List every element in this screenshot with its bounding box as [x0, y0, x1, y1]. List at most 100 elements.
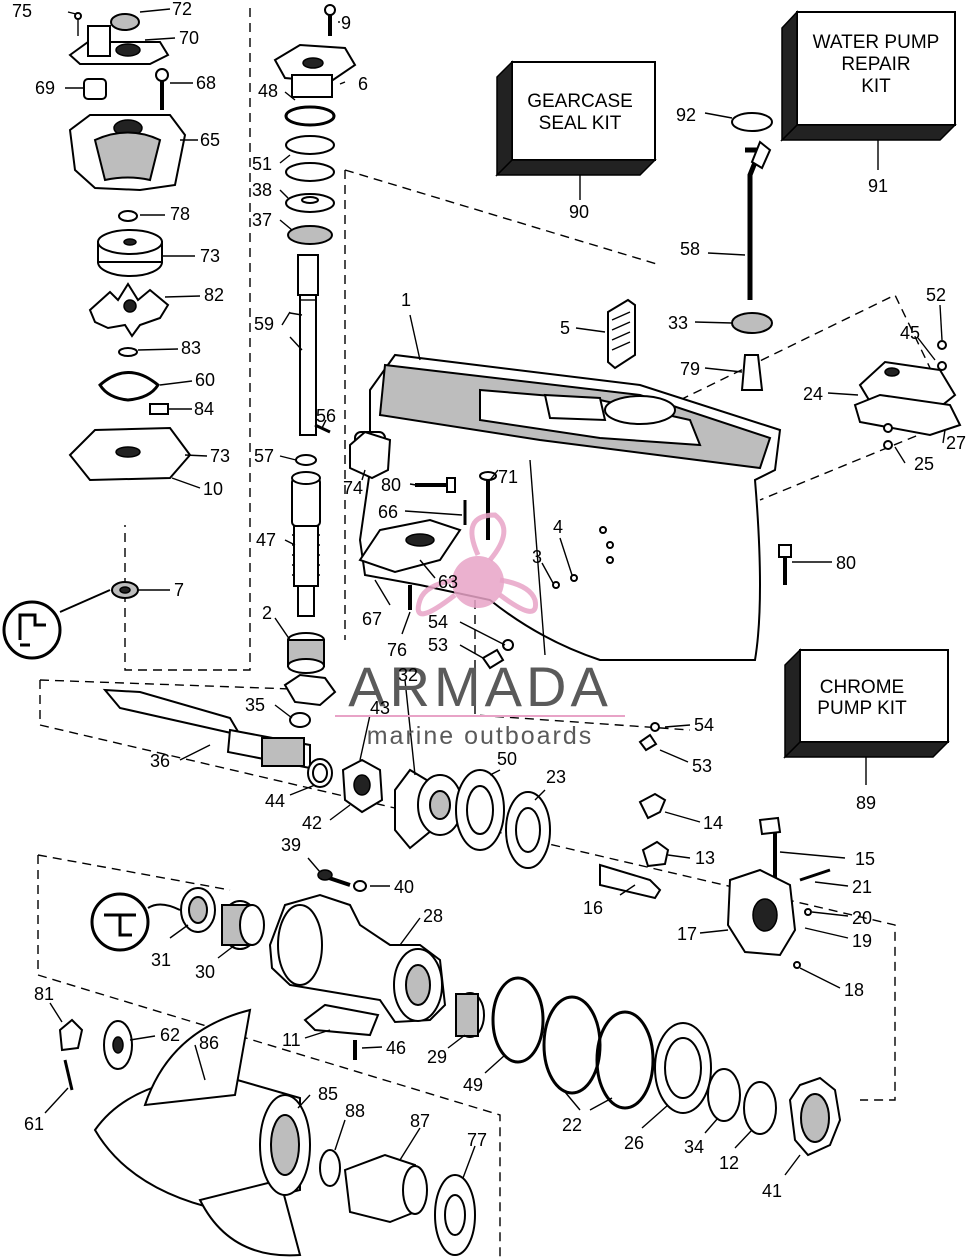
- part-label-70: 70: [179, 28, 199, 48]
- part-label-41: 41: [762, 1181, 782, 1201]
- part-label-27: 27: [946, 433, 966, 453]
- part-label-10: 10: [203, 479, 223, 499]
- chrome-kit-line2: PUMP KIT: [817, 698, 907, 719]
- gearcase-kit-line2: SEAL KIT: [539, 113, 622, 134]
- part-label-50: 50: [497, 749, 517, 769]
- watermark-tagline: marine outboards: [367, 722, 594, 750]
- part-label-17: 17: [677, 924, 697, 944]
- water-pump-kit-line1: WATER PUMP: [813, 32, 940, 53]
- part-label-11: 11: [282, 1030, 301, 1050]
- part-label-89: 89: [856, 793, 876, 813]
- part-label-57: 57: [254, 446, 274, 466]
- part-label-65: 65: [200, 130, 220, 150]
- water-pump-repair-kit: WATER PUMP REPAIR KIT 91: [780, 10, 957, 196]
- part-label-39: 39: [281, 835, 301, 855]
- water-pump-kit-line2: REPAIR: [841, 54, 910, 75]
- part-label-43: 43: [370, 698, 390, 718]
- part-label-42: 42: [302, 813, 322, 833]
- part-label-81: 81: [34, 984, 54, 1004]
- part-label-87: 87: [410, 1111, 430, 1131]
- part-label-12: 12: [719, 1153, 739, 1173]
- part-label-73b: 73: [210, 446, 230, 466]
- part-label-80b: 80: [836, 553, 856, 573]
- leader-lines: [44, 8, 946, 1179]
- part-label-18: 18: [844, 980, 864, 1000]
- part-number-labels: 75 72 70 69 68 65 78 73 82 83 60 84 73 1…: [12, 0, 966, 1201]
- chrome-kit-line1: CHROME: [820, 677, 904, 698]
- part-label-34: 34: [684, 1137, 704, 1157]
- part-label-33: 33: [668, 313, 688, 333]
- part-label-6: 6: [358, 74, 368, 94]
- armada-watermark: ARMADA marine outboards: [335, 512, 625, 750]
- part-label-40: 40: [394, 877, 414, 897]
- gearcase-kit-line1: GEARCASE: [527, 91, 633, 112]
- part-label-54b: 54: [694, 715, 714, 735]
- part-label-46: 46: [386, 1038, 406, 1058]
- part-label-82: 82: [204, 285, 224, 305]
- part-label-52: 52: [926, 285, 946, 305]
- part-label-9: 9: [341, 13, 351, 33]
- part-label-75: 75: [12, 1, 32, 21]
- watermark-brand: ARMADA: [348, 655, 612, 718]
- propshaft-row-parts: [102, 688, 551, 869]
- part-label-53a: 53: [428, 635, 448, 655]
- part-label-25: 25: [914, 454, 934, 474]
- part-label-23: 23: [546, 767, 566, 787]
- part-label-24: 24: [803, 384, 823, 404]
- part-label-48: 48: [258, 81, 278, 101]
- part-label-3: 3: [532, 547, 542, 567]
- part-label-20: 20: [852, 908, 872, 928]
- part-label-67: 67: [362, 609, 382, 629]
- part-label-78: 78: [170, 204, 190, 224]
- part-label-71: 71: [498, 467, 518, 487]
- part-label-14: 14: [703, 813, 723, 833]
- part-label-85: 85: [318, 1084, 338, 1104]
- part-label-79: 79: [680, 359, 700, 379]
- gearcase-seal-kit: GEARCASE SEAL KIT 90: [495, 60, 657, 222]
- part-label-59: 59: [254, 314, 274, 334]
- part-label-28: 28: [423, 906, 443, 926]
- part-label-47: 47: [256, 530, 276, 550]
- part-label-56: 56: [316, 406, 336, 426]
- water-pump-kit-line3: KIT: [861, 76, 891, 97]
- part-label-91: 91: [868, 176, 888, 196]
- part-label-37: 37: [252, 210, 272, 230]
- part-label-51: 51: [252, 154, 272, 174]
- part-label-80a: 80: [381, 475, 401, 495]
- part-label-44: 44: [265, 791, 285, 811]
- part-label-60: 60: [195, 370, 215, 390]
- part-label-58: 58: [680, 239, 700, 259]
- part-label-5: 5: [560, 318, 570, 338]
- part-label-69: 69: [35, 78, 55, 98]
- part-label-30: 30: [195, 962, 215, 982]
- part-label-35: 35: [245, 695, 265, 715]
- part-label-22: 22: [562, 1115, 582, 1135]
- part-label-84: 84: [194, 399, 214, 419]
- part-label-68: 68: [196, 73, 216, 93]
- part-label-90: 90: [569, 202, 589, 222]
- part-label-32: 32: [398, 665, 418, 685]
- part-label-61: 61: [24, 1114, 44, 1134]
- part-label-19: 19: [852, 931, 872, 951]
- part-label-77: 77: [467, 1130, 487, 1150]
- propeller-parts: [58, 1008, 476, 1257]
- water-tube-parts: [731, 112, 962, 450]
- part-label-54a: 54: [428, 612, 448, 632]
- part-label-26: 26: [624, 1133, 644, 1153]
- part-label-92: 92: [676, 105, 696, 125]
- part-label-76: 76: [387, 640, 407, 660]
- chrome-pump-kit: CHROME PUMP KIT 89: [783, 648, 950, 813]
- part-label-1: 1: [401, 290, 411, 310]
- part-label-73a: 73: [200, 246, 220, 266]
- part-label-13: 13: [695, 848, 715, 868]
- bearing-carrier-parts: [90, 869, 842, 1157]
- part-label-45: 45: [900, 323, 920, 343]
- part-label-21: 21: [852, 877, 872, 897]
- part-label-16: 16: [583, 898, 603, 918]
- part-label-38: 38: [252, 180, 272, 200]
- part-label-15: 15: [855, 849, 875, 869]
- part-label-72: 72: [172, 0, 192, 19]
- part-label-86: 86: [199, 1033, 219, 1053]
- shift-mechanism-parts: [599, 792, 831, 969]
